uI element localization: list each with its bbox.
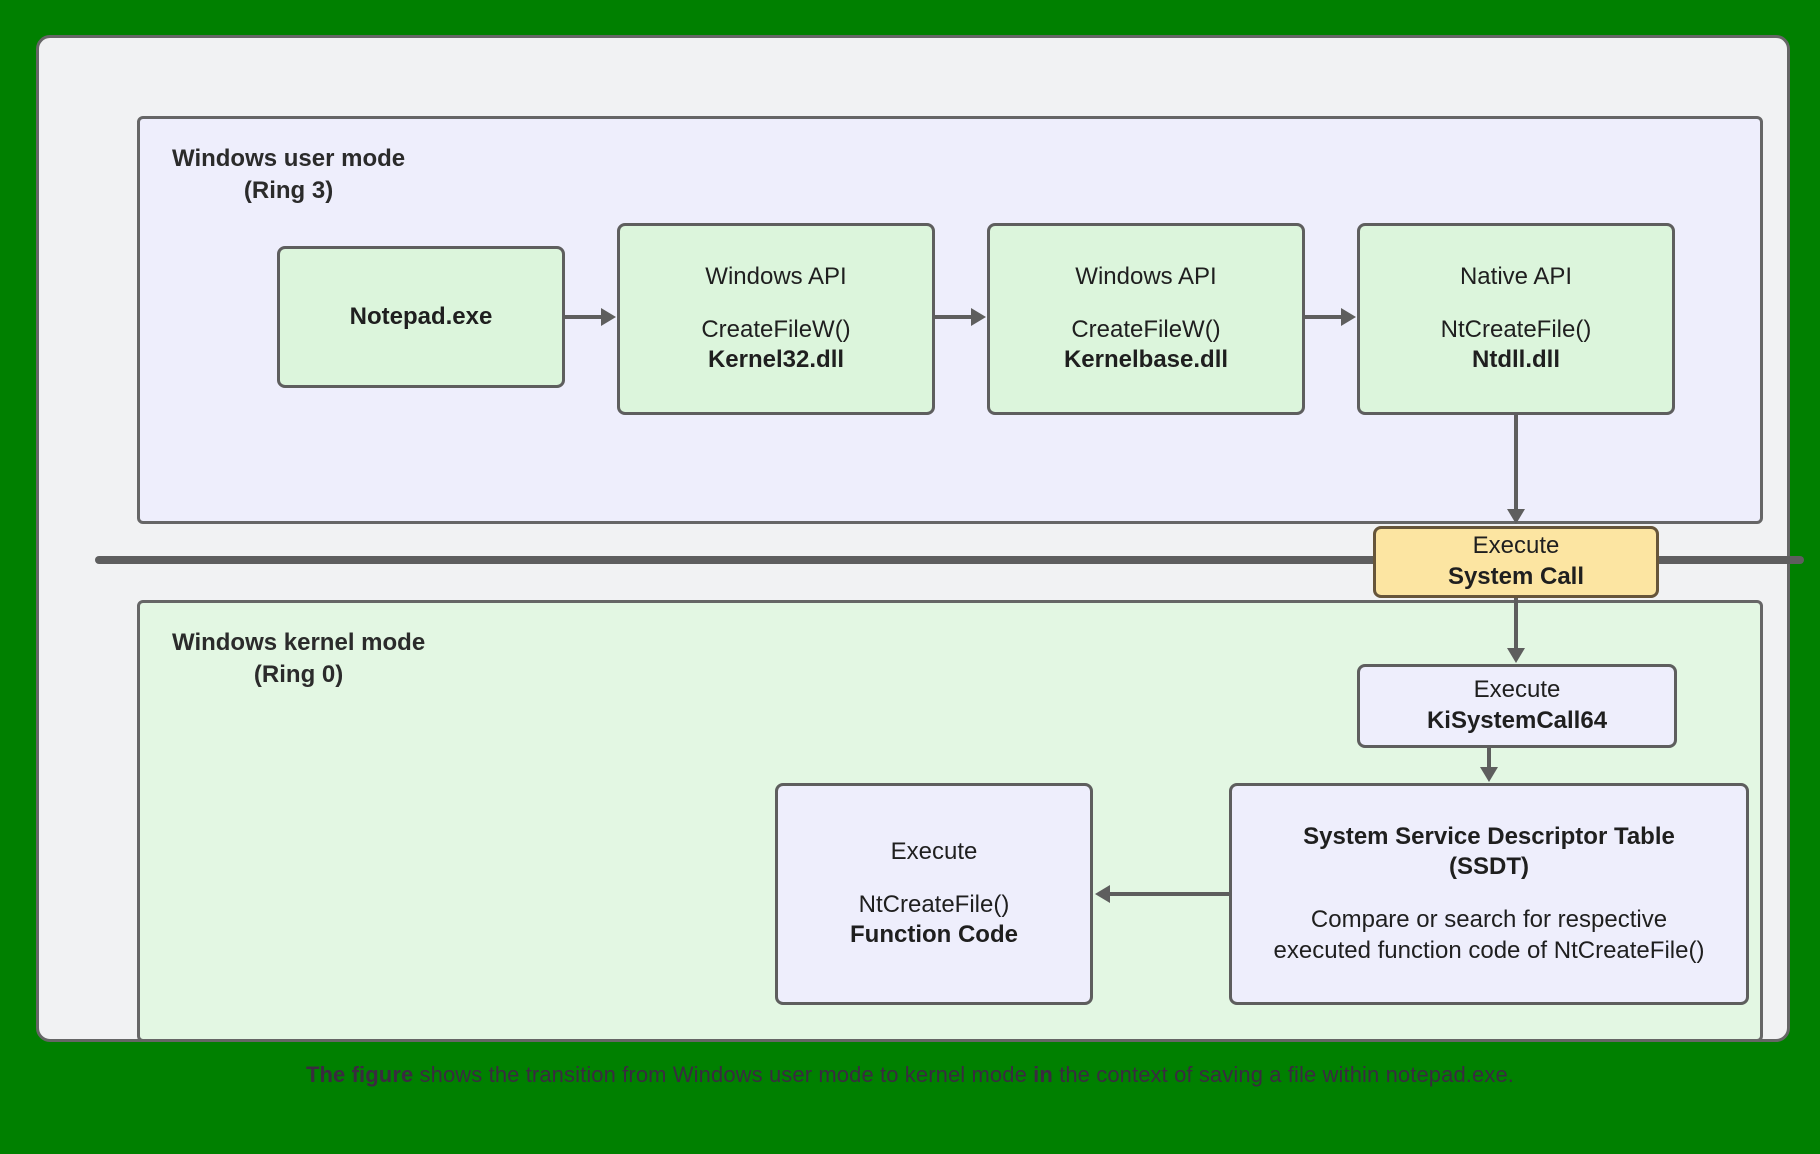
node-syscall-line2: System Call	[1447, 563, 1585, 590]
node-kernel32-line1: Windows API	[705, 262, 847, 290]
node-ssdt[interactable]: System Service Descriptor Table (SSDT) C…	[1229, 783, 1749, 1005]
node-funccode-line3: Function Code	[850, 921, 1018, 949]
node-ssdt-line1: System Service Descriptor Table	[1303, 822, 1675, 850]
node-notepad-exe[interactable]: Notepad.exe	[277, 246, 565, 388]
ring-divider-line	[95, 556, 1804, 564]
node-ntdll[interactable]: Native API NtCreateFile() Ntdll.dll	[1357, 223, 1675, 415]
caption-part1: shows the transition from Windows user m…	[413, 1062, 1034, 1087]
node-kernel32-line3: Kernel32.dll	[707, 346, 845, 374]
node-ssdt-line2: (SSDT)	[1449, 853, 1529, 881]
kernel-mode-title: Windows kernel mode (Ring 0)	[172, 629, 426, 688]
caption-bold-lead: The figure	[305, 1062, 414, 1087]
node-ssdt-line4: executed function code of NtCreateFile()	[1273, 936, 1705, 964]
node-notepad-label: Notepad.exe	[349, 302, 493, 330]
node-kernel32-line2: CreateFileW()	[701, 315, 851, 343]
figure-card: Windows user mode (Ring 3) Windows kerne…	[36, 35, 1804, 1042]
node-kisyscall-line2: KiSystemCall64	[1426, 707, 1608, 734]
node-ntdll-line2: NtCreateFile()	[1440, 315, 1592, 343]
node-kernelbase-line3: Kernelbase.dll	[1063, 346, 1229, 374]
node-funccode-line1: Execute	[890, 837, 978, 865]
node-ntdll-line3: Ntdll.dll	[1472, 346, 1560, 374]
node-kisyscall-line1: Execute	[1473, 676, 1561, 704]
node-function-code[interactable]: Execute NtCreateFile() Function Code	[775, 783, 1093, 1005]
figure-caption: The figure shows the transition from Win…	[0, 1062, 1820, 1088]
node-ssdt-line3: Compare or search for respective	[1310, 906, 1668, 933]
node-kernelbase[interactable]: Windows API CreateFileW() Kernelbase.dll	[987, 223, 1305, 415]
node-kernel32[interactable]: Windows API CreateFileW() Kernel32.dll	[617, 223, 935, 415]
node-kisystemcall64[interactable]: Execute KiSystemCall64	[1357, 664, 1677, 748]
node-ntdll-line1: Native API	[1459, 262, 1573, 290]
caption-part2: the context of saving a file within note…	[1052, 1062, 1514, 1087]
node-execute-system-call[interactable]: Execute System Call	[1373, 526, 1659, 598]
caption-bold-mid: in	[1033, 1062, 1053, 1087]
user-mode-title: Windows user mode (Ring 3)	[172, 145, 406, 204]
node-syscall-line1: Execute	[1472, 532, 1560, 560]
node-kernelbase-line2: CreateFileW()	[1071, 315, 1221, 343]
node-kernelbase-line1: Windows API	[1075, 262, 1217, 290]
node-funccode-line2: NtCreateFile()	[858, 890, 1010, 918]
